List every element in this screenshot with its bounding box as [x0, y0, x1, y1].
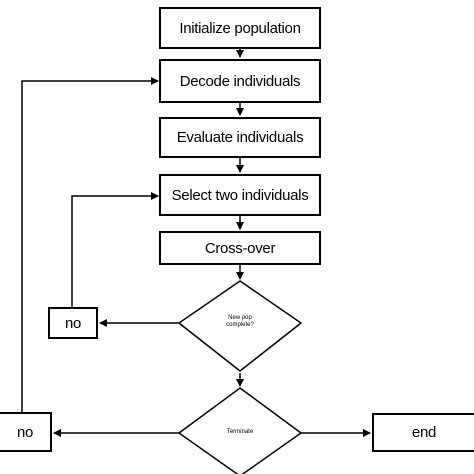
end-box: end [372, 413, 474, 452]
step-label: Cross-over [204, 239, 276, 257]
loop-no-inner-to-select [71, 192, 159, 307]
decision-pop-diamond [177, 280, 303, 372]
decision-terminate-label: Terminate [226, 429, 254, 435]
step-select-two-individuals: Select two individuals [159, 174, 321, 216]
no-label: no [64, 314, 82, 332]
step-initialize-population: Initialize population [159, 7, 321, 49]
step-label: Select two individuals [171, 186, 309, 204]
step-label: Initialize population [179, 19, 301, 37]
step-cross-over: Cross-over [159, 231, 321, 265]
no-box-outer: no [0, 412, 52, 452]
decision-terminate-diamond [177, 387, 303, 474]
no-box-inner: no [48, 307, 98, 339]
loop-no-outer-to-decode [21, 77, 159, 412]
step-label: Evaluate individuals [176, 129, 304, 146]
step-evaluate-individuals: Evaluate individuals [159, 117, 321, 158]
decision-pop-label: New pop complete? [226, 315, 254, 328]
step-decode-individuals: Decode individuals [159, 59, 321, 103]
no-label: no [16, 423, 34, 441]
end-label: end [411, 424, 437, 441]
step-label: Decode individuals [179, 72, 301, 90]
